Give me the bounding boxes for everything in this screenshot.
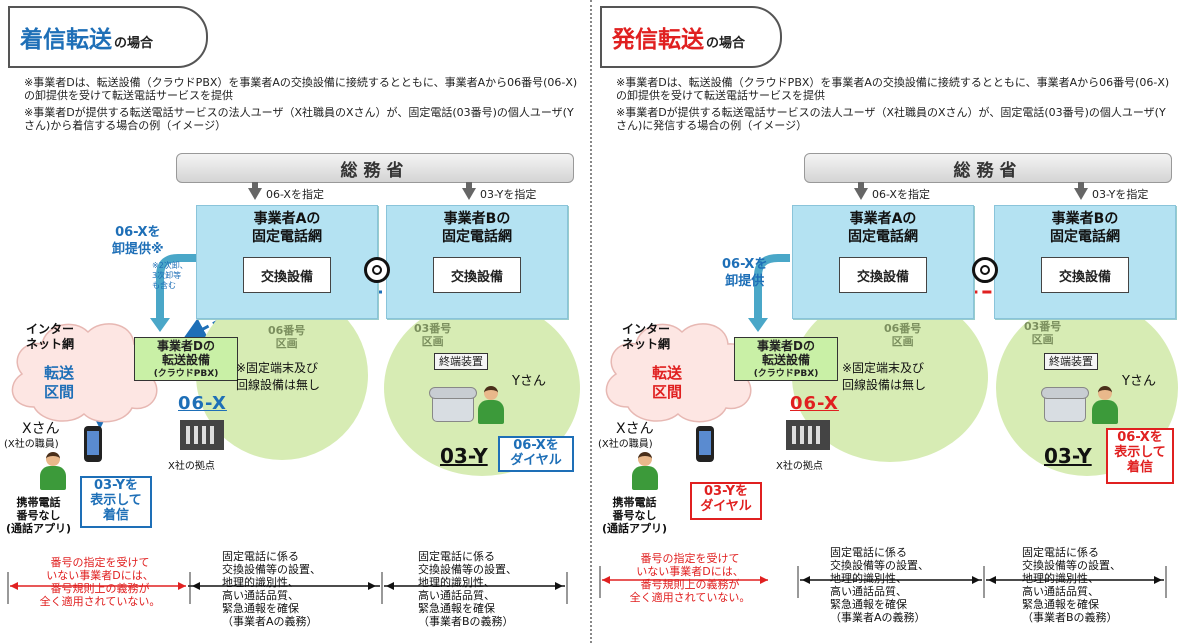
carrier-b-duty-note: 固定電話に係る 交換設備等の設置、 地理的識別性、 高い通話品質、 緊急通報を確… — [1022, 546, 1121, 624]
wholesale-arrow — [156, 254, 196, 320]
carrier-b-switch: 交換設備 — [433, 257, 521, 293]
pbx-sub: (クラウドPBX) — [753, 369, 819, 379]
internet-label: インター ネット網 — [26, 322, 75, 351]
caller-id-03y-callout: 03-Yを 表示して 着信 — [80, 476, 152, 528]
dial-06x-callout: 06-Xを ダイヤル — [498, 436, 574, 472]
incoming-note-2: ※事業者Dが提供する転送電話サービスの法人ユーザ（X社職員のXさん）が、固定電話… — [24, 106, 574, 132]
person-x-icon — [40, 452, 66, 492]
pbx-title: 事業者Dの 転送設備 — [157, 339, 215, 367]
carrier-b-switch: 交換設備 — [1041, 257, 1129, 293]
mobile-number-note: 携帯電話 番号なし (通話アプリ) — [602, 496, 668, 535]
termination-device: 終端装置 — [434, 353, 488, 370]
carrier-b-title: 事業者Bの 固定電話網 — [442, 211, 512, 245]
office-building-icon — [786, 420, 830, 450]
ministry-box: 総務省 — [176, 153, 574, 183]
person-x-sub: (X社の職員) — [4, 439, 59, 450]
carrier-a-network: 事業者Aの 固定電話網 交換設備 — [196, 205, 378, 319]
outgoing-title: 発信転送 — [612, 27, 704, 53]
forward-section-label: 転送 区間 — [44, 364, 75, 401]
outgoing-forwarding-panel: 発信転送 の場合 ※事業者Dは、転送設備（クラウドPBX）を事業者Aの交換設備に… — [592, 0, 1180, 643]
outgoing-title-box: 発信転送 の場合 — [600, 6, 782, 68]
interconnection-icon — [972, 257, 998, 283]
internet-cloud — [11, 323, 160, 423]
carrier-a-duty-note: 固定電話に係る 交換設備等の設置、 地理的識別性、 高い通話品質、 緊急通報を確… — [830, 546, 929, 624]
outgoing-title-suffix: の場合 — [706, 35, 746, 51]
person-x-sub: (X社の職員) — [598, 439, 653, 450]
assign-06x-label: 06-Xを指定 — [248, 182, 324, 202]
carrier-b-network: 事業者Bの 固定電話網 交換設備 — [386, 205, 568, 319]
assign-06x-label: 06-Xを指定 — [854, 182, 930, 202]
outgoing-note-1: ※事業者Dは、転送設備（クラウドPBX）を事業者Aの交換設備に接続するとともに、… — [616, 76, 1170, 102]
carrier-a-switch: 交換設備 — [243, 257, 331, 293]
carrier-a-network: 事業者Aの 固定電話網 交換設備 — [792, 205, 974, 319]
number-03y: 03-Y — [1044, 444, 1092, 468]
no-equipment-note: ※固定端末及び 回線設備は無し — [236, 361, 321, 392]
assign-03y-label: 03-Yを指定 — [1074, 182, 1148, 202]
carrier-b-title: 事業者Bの 固定電話網 — [1050, 211, 1120, 245]
incoming-title-suffix: の場合 — [114, 35, 154, 51]
down-arrow-icon — [462, 182, 476, 200]
incoming-note-1: ※事業者Dは、転送設備（クラウドPBX）を事業者Aの交換設備に接続するとともに、… — [24, 76, 578, 102]
carrier-d-duty-note: 番号の指定を受けて いない事業者Dには、 番号規則上の義務が 全く適用されていな… — [629, 552, 751, 604]
outgoing-note-2: ※事業者Dが提供する転送電話サービスの法人ユーザ（X社職員のXさん）が、固定電話… — [616, 106, 1166, 132]
forward-section-label: 転送 区間 — [652, 364, 683, 401]
number-03y: 03-Y — [440, 444, 488, 468]
person-x-icon — [632, 452, 658, 492]
area-03-label: 03番号 区画 — [1024, 320, 1062, 346]
person-y-label: Yさん — [512, 374, 546, 389]
smartphone-icon — [696, 426, 714, 462]
mobile-number-note: 携帯電話 番号なし (通話アプリ) — [6, 496, 72, 535]
person-y-label: Yさん — [1122, 374, 1156, 389]
cloud-pbx-box: 事業者Dの 転送設備 (クラウドPBX) — [734, 337, 838, 381]
carrier-a-title: 事業者Aの 固定電話網 — [252, 211, 322, 245]
internet-cloud — [605, 323, 754, 423]
carrier-d-duty-note: 番号の指定を受けて いない事業者Dには、 番号規則上の義務が 全く適用されていな… — [39, 556, 161, 608]
person-y-icon — [1092, 386, 1118, 426]
area-06-label: 06番号 区画 — [268, 324, 306, 350]
pbx-title: 事業者Dの 転送設備 — [757, 339, 815, 367]
number-06x: 06-X — [178, 393, 227, 414]
carrier-b-network: 事業者Bの 固定電話網 交換設備 — [994, 205, 1176, 319]
assign-03y-label: 03-Yを指定 — [462, 182, 536, 202]
smartphone-icon — [84, 426, 102, 462]
caller-id-06x-callout: 06-Xを 表示して 着信 — [1106, 428, 1174, 484]
number-06x: 06-X — [790, 393, 839, 414]
carrier-a-duty-note: 固定電話に係る 交換設備等の設置、 地理的識別性、 高い通話品質、 緊急通報を確… — [222, 550, 321, 628]
ministry-box: 総務省 — [804, 153, 1172, 183]
dial-03y-callout: 03-Yを ダイヤル — [690, 482, 762, 520]
interconnection-icon — [364, 257, 390, 283]
no-equipment-note: ※固定端末及び 回線設備は無し — [842, 361, 927, 392]
person-y-icon — [478, 386, 504, 426]
down-arrow-icon — [1074, 182, 1088, 200]
cloud-pbx-box: 事業者Dの 転送設備 (クラウドPBX) — [134, 337, 238, 381]
internet-label: インター ネット網 — [622, 322, 671, 351]
wholesale-label: 06-Xを 卸提供 — [722, 257, 768, 289]
person-x-label: Xさん — [22, 421, 60, 437]
desk-phone-icon — [1041, 387, 1089, 422]
carrier-a-switch: 交換設備 — [839, 257, 927, 293]
desk-phone-icon — [429, 387, 477, 422]
carrier-b-duty-note: 固定電話に係る 交換設備等の設置、 地理的識別性、 高い通話品質、 緊急通報を確… — [418, 550, 517, 628]
incoming-title-box: 着信転送 の場合 — [8, 6, 208, 68]
pbx-sub: (クラウドPBX) — [153, 369, 219, 379]
incoming-title: 着信転送 — [20, 27, 112, 53]
down-arrow-icon — [248, 182, 262, 200]
down-arrow-icon — [854, 182, 868, 200]
x-company-base-label: X社の拠点 — [776, 461, 823, 472]
x-company-base-label: X社の拠点 — [168, 461, 215, 472]
office-building-icon — [180, 420, 224, 450]
area-06-label: 06番号 区画 — [884, 322, 922, 348]
carrier-a-title: 事業者Aの 固定電話網 — [848, 211, 918, 245]
wholesale-label: 06-Xを 卸提供※ — [112, 225, 164, 257]
termination-device: 終端装置 — [1044, 353, 1098, 370]
incoming-forwarding-panel: 着信転送 の場合 ※事業者Dは、転送設備（クラウドPBX）を事業者Aの交換設備に… — [4, 6, 580, 628]
person-x-label: Xさん — [616, 421, 654, 437]
area-03-label: 03番号 区画 — [414, 322, 452, 348]
wholesale-note: ※2次卸、 3次卸等 も含む — [152, 261, 188, 290]
panel-divider — [590, 0, 592, 643]
